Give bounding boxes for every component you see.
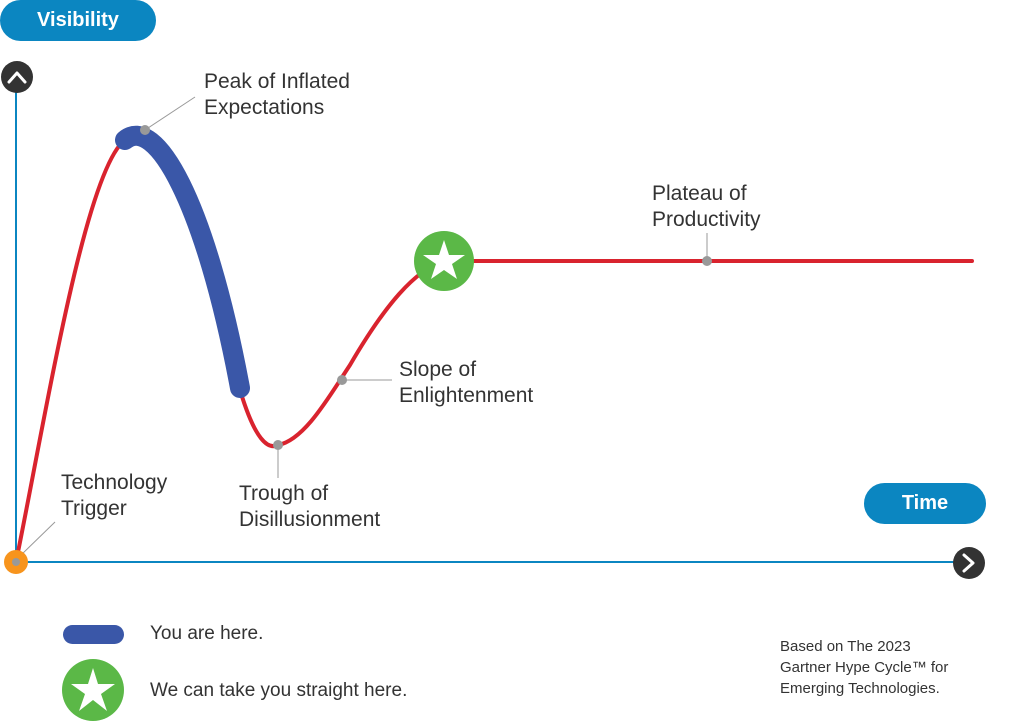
- leader-line-peak: [144, 96, 196, 131]
- label-slope: Slope of Enlightenment: [399, 358, 534, 407]
- you-are-here-segment: [115, 125, 250, 398]
- plateau-marker: [702, 256, 712, 266]
- label-peak: Peak of Inflated Expectations: [204, 70, 350, 119]
- slope-marker: [337, 375, 347, 385]
- origin-dot: [12, 558, 20, 566]
- x-axis-label: Time: [864, 483, 986, 524]
- legend-straight-here: We can take you straight here.: [150, 680, 408, 701]
- leader-line-trigger: [19, 521, 56, 557]
- peak-marker: [140, 125, 150, 135]
- source-note: Based on The 2023 Gartner Hype Cycle™ fo…: [780, 638, 949, 697]
- chevron-right-icon: [953, 547, 985, 579]
- label-technology-trigger: Technology Trigger: [61, 471, 168, 520]
- green-star-icon: [414, 231, 474, 291]
- blue-bar-icon: [63, 625, 124, 644]
- label-plateau: Plateau of Productivity: [652, 182, 761, 231]
- green-star-icon: [62, 659, 124, 721]
- legend-you-are-here: You are here.: [150, 623, 264, 644]
- y-axis-label: Visibility: [0, 0, 156, 41]
- trough-marker: [273, 440, 283, 450]
- label-trough: Trough of Disillusionment: [239, 482, 381, 531]
- chevron-up-icon: [1, 61, 33, 93]
